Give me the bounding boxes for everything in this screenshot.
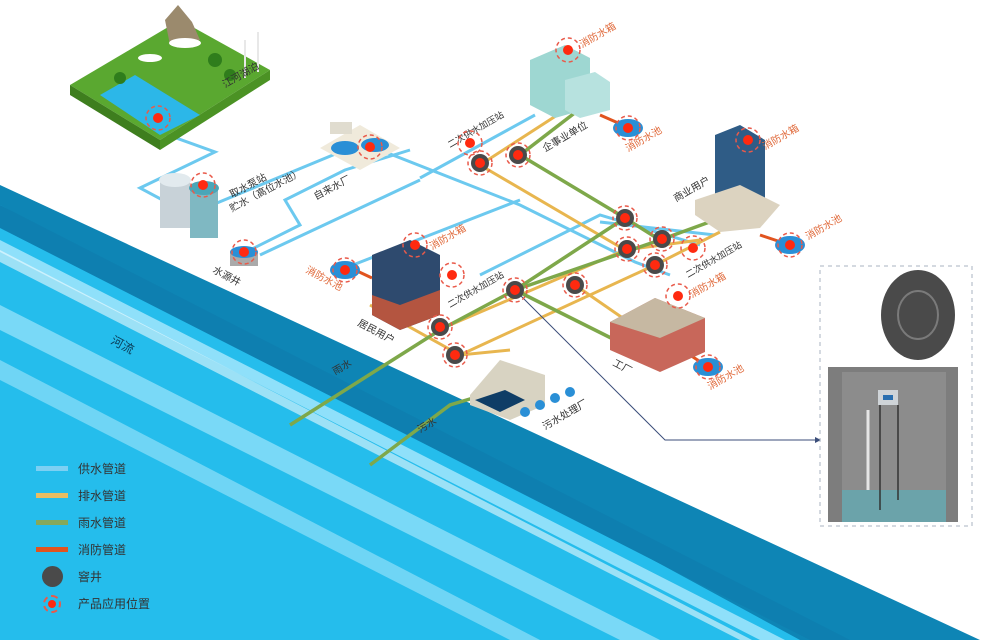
product-marker [231, 239, 257, 265]
product-marker [680, 235, 706, 261]
product-marker [642, 252, 668, 278]
legend-line-swatch [36, 547, 68, 552]
product-marker [442, 342, 468, 368]
factory-label: 工厂 [611, 358, 634, 377]
enterprise-tank-label: 消防水箱 [577, 19, 618, 50]
product-marker [457, 130, 483, 156]
legend-label: 供水管道 [78, 462, 127, 476]
commercial-tank-label: 消防水箱 [760, 121, 801, 152]
water-plant [320, 122, 400, 170]
legend-item: 消防管道 [36, 536, 236, 563]
legend-label: 雨水管道 [78, 516, 127, 530]
legend-label: 窨井 [78, 570, 103, 584]
manhole-icon [36, 566, 68, 588]
water-towers [159, 173, 219, 238]
secondary-pump-label-1: 二次供水加压站 [446, 109, 507, 151]
product-marker [467, 150, 493, 176]
product-marker [735, 127, 761, 153]
product-marker [614, 236, 640, 262]
legend: 供水管道排水管道雨水管道消防管道窨井产品应用位置 [36, 455, 236, 617]
legend-item: 产品应用位置 [36, 590, 236, 617]
product-marker [665, 283, 691, 309]
legend-label: 消防管道 [78, 543, 127, 557]
product-marker [439, 262, 465, 288]
product-marker [505, 142, 531, 168]
product-marker [555, 37, 581, 63]
factory-building [610, 298, 705, 372]
manhole-cover [881, 270, 955, 360]
product-marker [332, 257, 358, 283]
lake-landscape [70, 5, 270, 150]
enterprise-label: 企事业单位 [540, 118, 590, 154]
product-location-icon [36, 593, 68, 615]
residential-tank-label: 消防水箱 [427, 221, 468, 252]
legend-label: 产品应用位置 [78, 597, 151, 611]
legend-item: 窨井 [36, 563, 236, 590]
product-marker [502, 277, 528, 303]
product-marker [777, 232, 803, 258]
product-marker [402, 232, 428, 258]
product-marker [695, 354, 721, 380]
legend-item: 雨水管道 [36, 509, 236, 536]
commercial-pool-label: 消防水池 [803, 211, 844, 242]
product-marker [562, 272, 588, 298]
legend-item: 排水管道 [36, 482, 236, 509]
water-well-label: 水源井 [211, 263, 244, 289]
legend-line-swatch [36, 520, 68, 525]
legend-line-swatch [36, 493, 68, 498]
enterprise-building [530, 45, 610, 118]
product-marker [649, 226, 675, 252]
sewage-plant [470, 360, 575, 420]
product-marker [357, 134, 383, 160]
legend-label: 排水管道 [78, 489, 127, 503]
detail-connector [514, 289, 815, 441]
product-marker [190, 172, 216, 198]
product-marker [427, 314, 453, 340]
legend-line-swatch [36, 466, 68, 471]
sewage-plant-label: 污水处理厂 [541, 397, 590, 432]
legend-item: 供水管道 [36, 455, 236, 482]
commercial-building [695, 125, 780, 232]
residential-building [372, 240, 440, 330]
product-marker [612, 205, 638, 231]
product-marker [145, 105, 171, 131]
product-markers [145, 37, 803, 380]
product-marker [615, 115, 641, 141]
manhole-detail-panel [819, 265, 973, 527]
